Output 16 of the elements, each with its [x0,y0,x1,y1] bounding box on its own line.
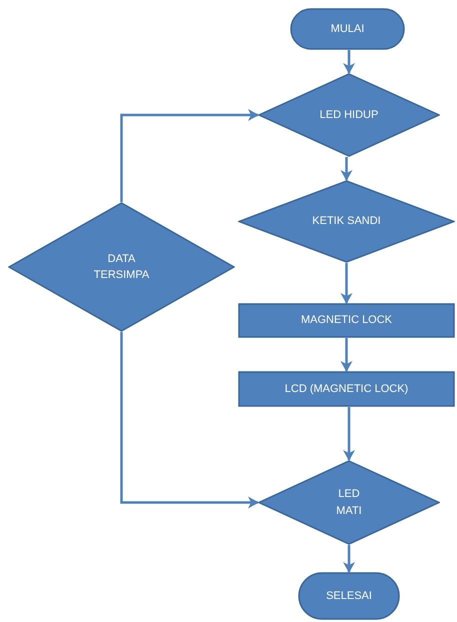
arrow [340,263,352,304]
node-label: LED MATI [335,487,363,518]
arrow [343,407,355,461]
node-label: MAGNETIC LOCK [300,313,392,328]
arrow [120,332,259,508]
node-label: SELESAI [326,588,372,604]
arrow [340,157,352,181]
node-label: LED HIDUP [320,108,378,123]
node-label: LCD (MAGNETIC LOCK) [284,382,408,397]
node-label: DATA TERSIMPA [92,252,150,283]
arrow [343,50,355,74]
arrow [343,545,355,573]
node-label: MULAI [330,22,364,37]
arrow [340,338,352,372]
arrow [120,109,259,202]
node-label: KETIK SANDI [312,214,381,230]
